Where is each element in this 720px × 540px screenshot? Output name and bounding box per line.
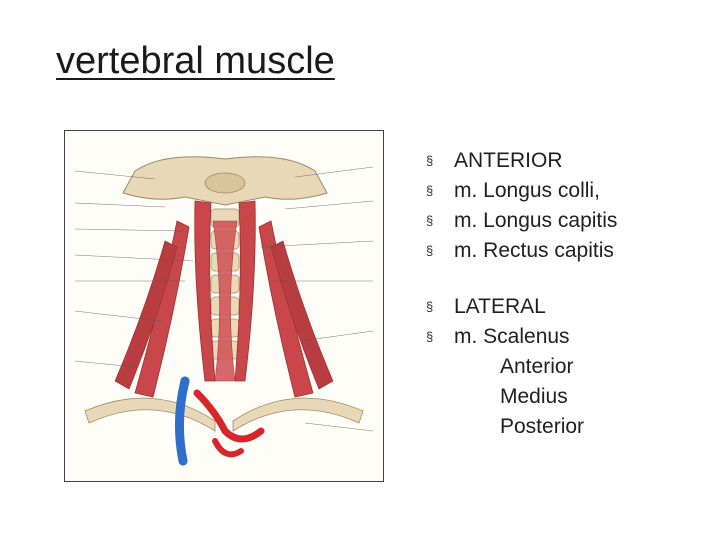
list-item: §m. Longus colli,: [426, 176, 706, 206]
sub-item: Posterior: [500, 415, 585, 438]
sub-item: Medius: [500, 385, 568, 408]
bullet-mark: §: [426, 183, 434, 198]
bullet-mark: §: [426, 153, 434, 168]
bullet-mark: §: [426, 213, 434, 228]
neck-muscles-drawing: [65, 131, 383, 481]
sub-item: Anterior: [500, 355, 574, 378]
slide-title: vertebral muscle: [56, 40, 335, 82]
bullet-list: §ANTERIOR §m. Longus colli, §m. Longus c…: [426, 146, 706, 442]
list-item: §ANTERIOR: [426, 146, 706, 176]
bullet-mark: §: [426, 329, 434, 344]
list-item: §m. Longus capitis: [426, 206, 706, 236]
list-item: §m. Scalenus: [426, 322, 706, 352]
anatomy-illustration: [64, 130, 384, 482]
list-item: §m. Rectus capitis: [426, 236, 706, 266]
bullet-mark: §: [426, 299, 434, 314]
list-item: §LATERAL: [426, 292, 706, 322]
bullet-mark: §: [426, 243, 434, 258]
